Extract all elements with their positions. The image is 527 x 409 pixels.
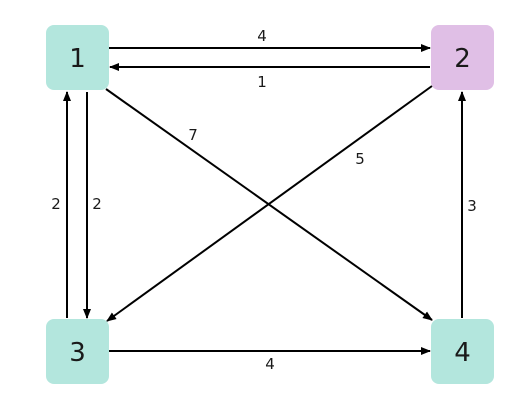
edge-label-3-to-4: 4 xyxy=(265,355,275,373)
node-4-box xyxy=(431,319,494,384)
edge-label-2-to-3: 5 xyxy=(355,150,365,168)
edge-label-4-to-2: 3 xyxy=(467,197,477,215)
edge-label-1-to-3: 2 xyxy=(92,195,102,213)
node-3-label: 3 xyxy=(69,338,86,368)
edge-label-2-to-1: 1 xyxy=(257,73,267,91)
node-4[interactable]: 4 xyxy=(431,319,494,384)
edge-2-to-3 xyxy=(106,85,433,322)
node-2[interactable]: 2 xyxy=(431,25,494,90)
node-3-box xyxy=(46,319,109,384)
edge-labels: 4 1 7 5 2 2 3 4 xyxy=(51,27,477,373)
node-4-label: 4 xyxy=(454,338,471,368)
edge-label-1-to-4: 7 xyxy=(188,126,198,144)
node-3[interactable]: 3 xyxy=(46,319,109,384)
node-1[interactable]: 1 xyxy=(46,25,109,90)
edge-label-3-to-1: 2 xyxy=(51,195,61,213)
edge-label-1-to-2: 4 xyxy=(257,27,267,45)
node-1-box xyxy=(46,25,109,90)
node-1-label: 1 xyxy=(69,44,86,74)
edges xyxy=(63,44,466,355)
node-2-box xyxy=(431,25,494,90)
node-2-label: 2 xyxy=(454,44,471,74)
